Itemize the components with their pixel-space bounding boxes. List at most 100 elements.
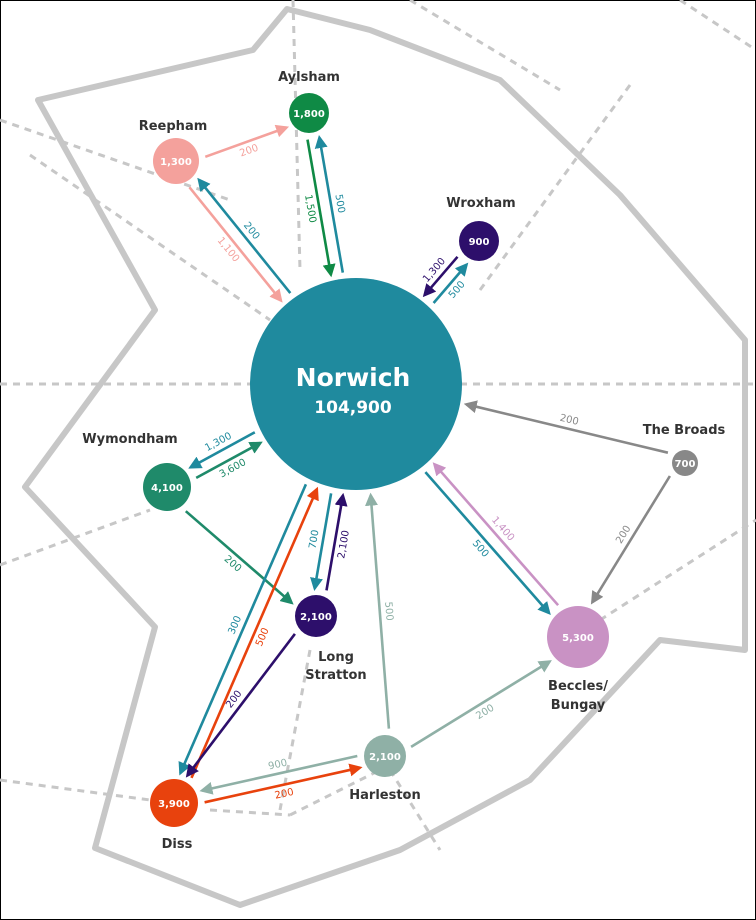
flow-arrow-diss-to-norwich <box>190 486 319 779</box>
node-wroxham: 900 <box>459 221 499 261</box>
flow-arrow-harleston-to-diss <box>199 754 358 795</box>
flow-arrow-norwich-to-long-stratton <box>310 493 333 591</box>
diss-value: 3,900 <box>158 799 190 810</box>
flow-label-broads-to-beccles: 200 <box>614 524 633 546</box>
flow-arrow-broads-to-beccles <box>590 475 672 605</box>
aylsham-circle <box>289 93 329 133</box>
flow-label-harleston-to-diss: 900 <box>267 758 288 773</box>
flow-arrow-norwich-to-beccles <box>424 471 551 616</box>
label-beccles-2: Bungay <box>551 698 606 713</box>
zone-line-northwest-inner <box>29 153 271 322</box>
flow-arrow-long-stratton-to-diss <box>185 633 296 778</box>
zone-line-northeast <box>478 84 632 291</box>
flow-arrow-reepham-to-aylsham <box>204 124 290 159</box>
flow-label-broads-to-norwich: 200 <box>559 413 580 428</box>
flow-label-reepham-to-norwich: 1,100 <box>215 235 242 264</box>
wroxham-circle <box>459 221 499 261</box>
flow-arrow-harleston-to-beccles <box>410 660 552 749</box>
flow-arrow-norwich-to-aylsham <box>314 135 345 273</box>
flow-label-reepham-to-aylsham: 200 <box>238 143 260 160</box>
beccles-value: 5,300 <box>562 633 594 644</box>
label-long-stratton-2: Stratton <box>305 668 366 683</box>
flow-label-aylsham-to-norwich: 1,500 <box>302 194 318 224</box>
zone-line-northwest <box>0 118 231 202</box>
flow-arrow-broads-to-norwich <box>463 400 669 454</box>
flow-arrow-aylsham-to-norwich <box>306 139 336 278</box>
flow-label-long-stratton-to-diss: 200 <box>224 689 244 711</box>
flow-label-wroxham-to-norwich: 1,300 <box>421 256 448 285</box>
zone-line-harleston-link <box>289 768 381 817</box>
flow-label-norwich-to-wymondham: 1,300 <box>203 431 233 454</box>
flow-arrow-wymondham-to-norwich <box>195 441 263 480</box>
label-aylsham: Aylsham <box>278 70 340 85</box>
diss-circle <box>150 779 198 827</box>
label-broads: The Broads <box>643 423 726 438</box>
harleston-value: 2,100 <box>369 752 401 763</box>
flow-arrows <box>178 124 672 804</box>
flow-label-long-stratton-to-norwich: 2,100 <box>336 529 352 559</box>
label-long-stratton-1: Long <box>318 650 354 665</box>
flow-arrow-long-stratton-to-norwich <box>325 492 348 591</box>
label-harleston: Harleston <box>349 788 420 803</box>
harleston-circle <box>364 735 406 777</box>
flow-arrow-norwich-to-reepham <box>197 177 292 294</box>
zone-line-southeast <box>599 518 756 622</box>
zone-line-southwest-low <box>0 778 151 802</box>
node-wymondham: 4,100 <box>143 463 191 511</box>
zone-lines <box>0 0 756 851</box>
flow-label-norwich-to-aylsham: 500 <box>332 193 346 214</box>
reepham-value: 1,300 <box>160 157 192 168</box>
flow-label-norwich-to-reepham: 200 <box>241 220 262 242</box>
wymondham-value: 4,100 <box>151 483 183 494</box>
label-reepham: Reepham <box>139 119 208 134</box>
flow-label-harleston-to-norwich: 500 <box>382 601 394 621</box>
label-wymondham: Wymondham <box>82 432 177 447</box>
node-harleston: 2,100 <box>364 735 406 777</box>
flow-arrow-harleston-to-norwich <box>365 492 391 729</box>
node-broads: 700 <box>672 450 698 476</box>
place-nodes: 1,300 1,800 900 4,100 2,100 3,900 2,100 5,300 70… <box>143 93 698 827</box>
zone-line-south-east <box>209 808 291 817</box>
district-boundary <box>22 6 748 908</box>
broads-value: 700 <box>675 459 696 470</box>
flow-label-diss-to-harleston: 200 <box>274 787 295 802</box>
reepham-circle <box>153 138 199 184</box>
node-long-stratton: 2,100 <box>295 595 337 637</box>
flow-arrow-norwich-to-diss <box>178 483 308 776</box>
flow-label-beccles-to-norwich: 1,400 <box>489 515 516 544</box>
flow-arrow-wymondham-to-long-stratton <box>184 510 294 605</box>
zone-line-northeast-top <box>409 0 561 92</box>
flow-arrow-diss-to-harleston <box>204 763 363 804</box>
norwich-hub: Norwich 104,900 <box>250 278 462 490</box>
zone-line-harleston-south <box>388 769 442 851</box>
wymondham-circle <box>143 463 191 511</box>
flow-arrow-reepham-to-norwich <box>188 186 283 303</box>
flow-arrow-norwich-to-wroxham <box>432 262 469 304</box>
long-stratton-circle <box>295 595 337 637</box>
broads-circle <box>672 450 698 476</box>
aylsham-value: 1,800 <box>293 109 325 120</box>
norwich-circle <box>250 278 462 490</box>
label-diss: Diss <box>162 837 193 852</box>
node-reepham: 1,300 <box>153 138 199 184</box>
place-labels: Aylsham Reepham Wroxham Wymondham The Br… <box>82 70 725 852</box>
flow-arrow-wroxham-to-norwich <box>422 255 459 298</box>
wroxham-value: 900 <box>469 237 490 248</box>
flow-arrow-beccles-to-norwich <box>432 462 560 607</box>
flow-arrow-norwich-to-wymondham <box>188 431 256 469</box>
node-beccles: 5,300 <box>547 606 609 668</box>
zone-line-northeast-corner <box>679 0 756 52</box>
label-wroxham: Wroxham <box>446 196 515 211</box>
zone-line-north <box>291 0 302 271</box>
long-stratton-value: 2,100 <box>300 612 332 623</box>
beccles-circle <box>547 606 609 668</box>
flow-label-wymondham-to-norwich: 3,600 <box>218 457 248 480</box>
flow-label-norwich-to-long-stratton: 700 <box>307 529 321 550</box>
node-aylsham: 1,800 <box>289 93 329 133</box>
hub-name: Norwich <box>296 363 411 392</box>
node-diss: 3,900 <box>150 779 198 827</box>
label-beccles-1: Beccles/ <box>548 679 608 694</box>
hub-value: 104,900 <box>314 398 392 418</box>
